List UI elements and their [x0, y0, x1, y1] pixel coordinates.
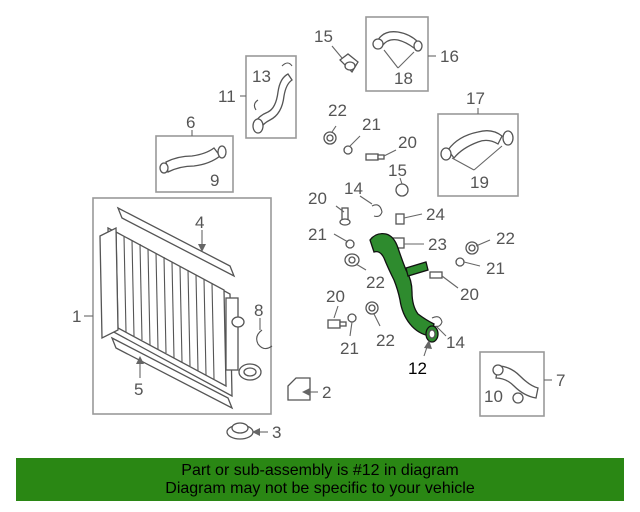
callout-6: 6	[186, 113, 195, 132]
callout-19: 19	[470, 173, 489, 192]
part-20-screw-left	[339, 207, 351, 226]
callout-22-upper: 22	[328, 101, 347, 120]
info-banner: Part or sub-assembly is #12 in diagram D…	[16, 458, 624, 501]
callout-5: 5	[134, 380, 143, 399]
intercooler-core	[99, 226, 262, 398]
part-22-nut-left	[344, 253, 360, 267]
banner-line-part: Part or sub-assembly is #12 in diagram	[181, 462, 459, 479]
part-10-hose	[495, 365, 539, 399]
part-11-box	[245, 55, 297, 139]
part-21-bolt-lower	[347, 313, 357, 323]
part-7-box	[479, 351, 545, 417]
callout-14-upper: 14	[344, 179, 363, 198]
callout-21-left: 21	[308, 225, 327, 244]
part-12-hose	[369, 232, 435, 337]
part-19-hose	[447, 130, 503, 160]
callout-1: 1	[72, 307, 81, 326]
part-22-nut-lower	[365, 301, 379, 315]
part-2-bracket	[287, 377, 311, 401]
callout-21-lower: 21	[340, 339, 359, 358]
callout-15-top: 15	[314, 27, 333, 46]
callout-15-mid: 15	[388, 161, 407, 180]
callout-22-right: 22	[496, 229, 515, 248]
part-3-mount	[226, 422, 254, 440]
part-22-nut-right	[465, 241, 479, 255]
callout-10: 10	[484, 387, 503, 406]
callout-9: 9	[210, 171, 219, 190]
part-21-bolt-right	[455, 257, 465, 267]
parts-diagram: 1 2 3 4 5 6 7 8 9 10 11 12 13 14 14 15 1…	[72, 16, 565, 442]
callout-20-right: 20	[460, 285, 479, 304]
part-15-clip-top	[339, 53, 359, 74]
callout-11: 11	[218, 87, 236, 106]
part-14-clip-upper	[371, 204, 383, 218]
callout-14-lower: 14	[446, 333, 465, 352]
callout-22-left: 22	[366, 273, 385, 292]
callout-8: 8	[254, 301, 263, 320]
part-24-screw	[395, 213, 405, 225]
callout-13: 13	[252, 67, 271, 86]
callout-16: 16	[440, 47, 459, 66]
callout-17: 17	[466, 89, 485, 108]
part-20-screw-lower	[327, 319, 347, 329]
callout-7: 7	[556, 371, 565, 390]
callout-2: 2	[322, 383, 331, 402]
callout-21-right: 21	[486, 259, 505, 278]
callout-22-lower: 22	[376, 331, 395, 350]
part-6-hose	[165, 147, 221, 173]
callout-18: 18	[394, 69, 413, 88]
callout-3: 3	[272, 423, 281, 442]
part-5-lower-strip	[110, 336, 234, 410]
part-15-clip-mid	[395, 183, 409, 197]
part-21-bolt-upper	[343, 145, 353, 155]
part-8-clamp	[256, 329, 273, 350]
callout-4: 4	[195, 213, 204, 232]
part-6-box	[155, 135, 234, 193]
part-9-clamp	[217, 145, 227, 159]
callout-20-left: 20	[308, 189, 327, 208]
part-20-screw-upper	[365, 153, 385, 161]
part-18-hose	[377, 31, 419, 49]
part-13-hose	[253, 73, 293, 132]
part-11-clip	[281, 62, 293, 67]
callout-23: 23	[428, 235, 447, 254]
callout-24: 24	[426, 205, 445, 224]
callout-12: 12	[408, 359, 427, 378]
part-22-nut-upper	[323, 131, 337, 145]
banner-line-disclaimer: Diagram may not be specific to your vehi…	[165, 480, 475, 497]
part-4-upper-strip	[116, 206, 236, 278]
part-16-box	[365, 16, 429, 92]
callout-20-upper: 20	[398, 133, 417, 152]
callout-20-lower: 20	[326, 287, 345, 306]
part-20-screw-right	[429, 271, 443, 279]
callout-21-upper: 21	[362, 115, 381, 134]
part-1-box	[92, 197, 272, 415]
